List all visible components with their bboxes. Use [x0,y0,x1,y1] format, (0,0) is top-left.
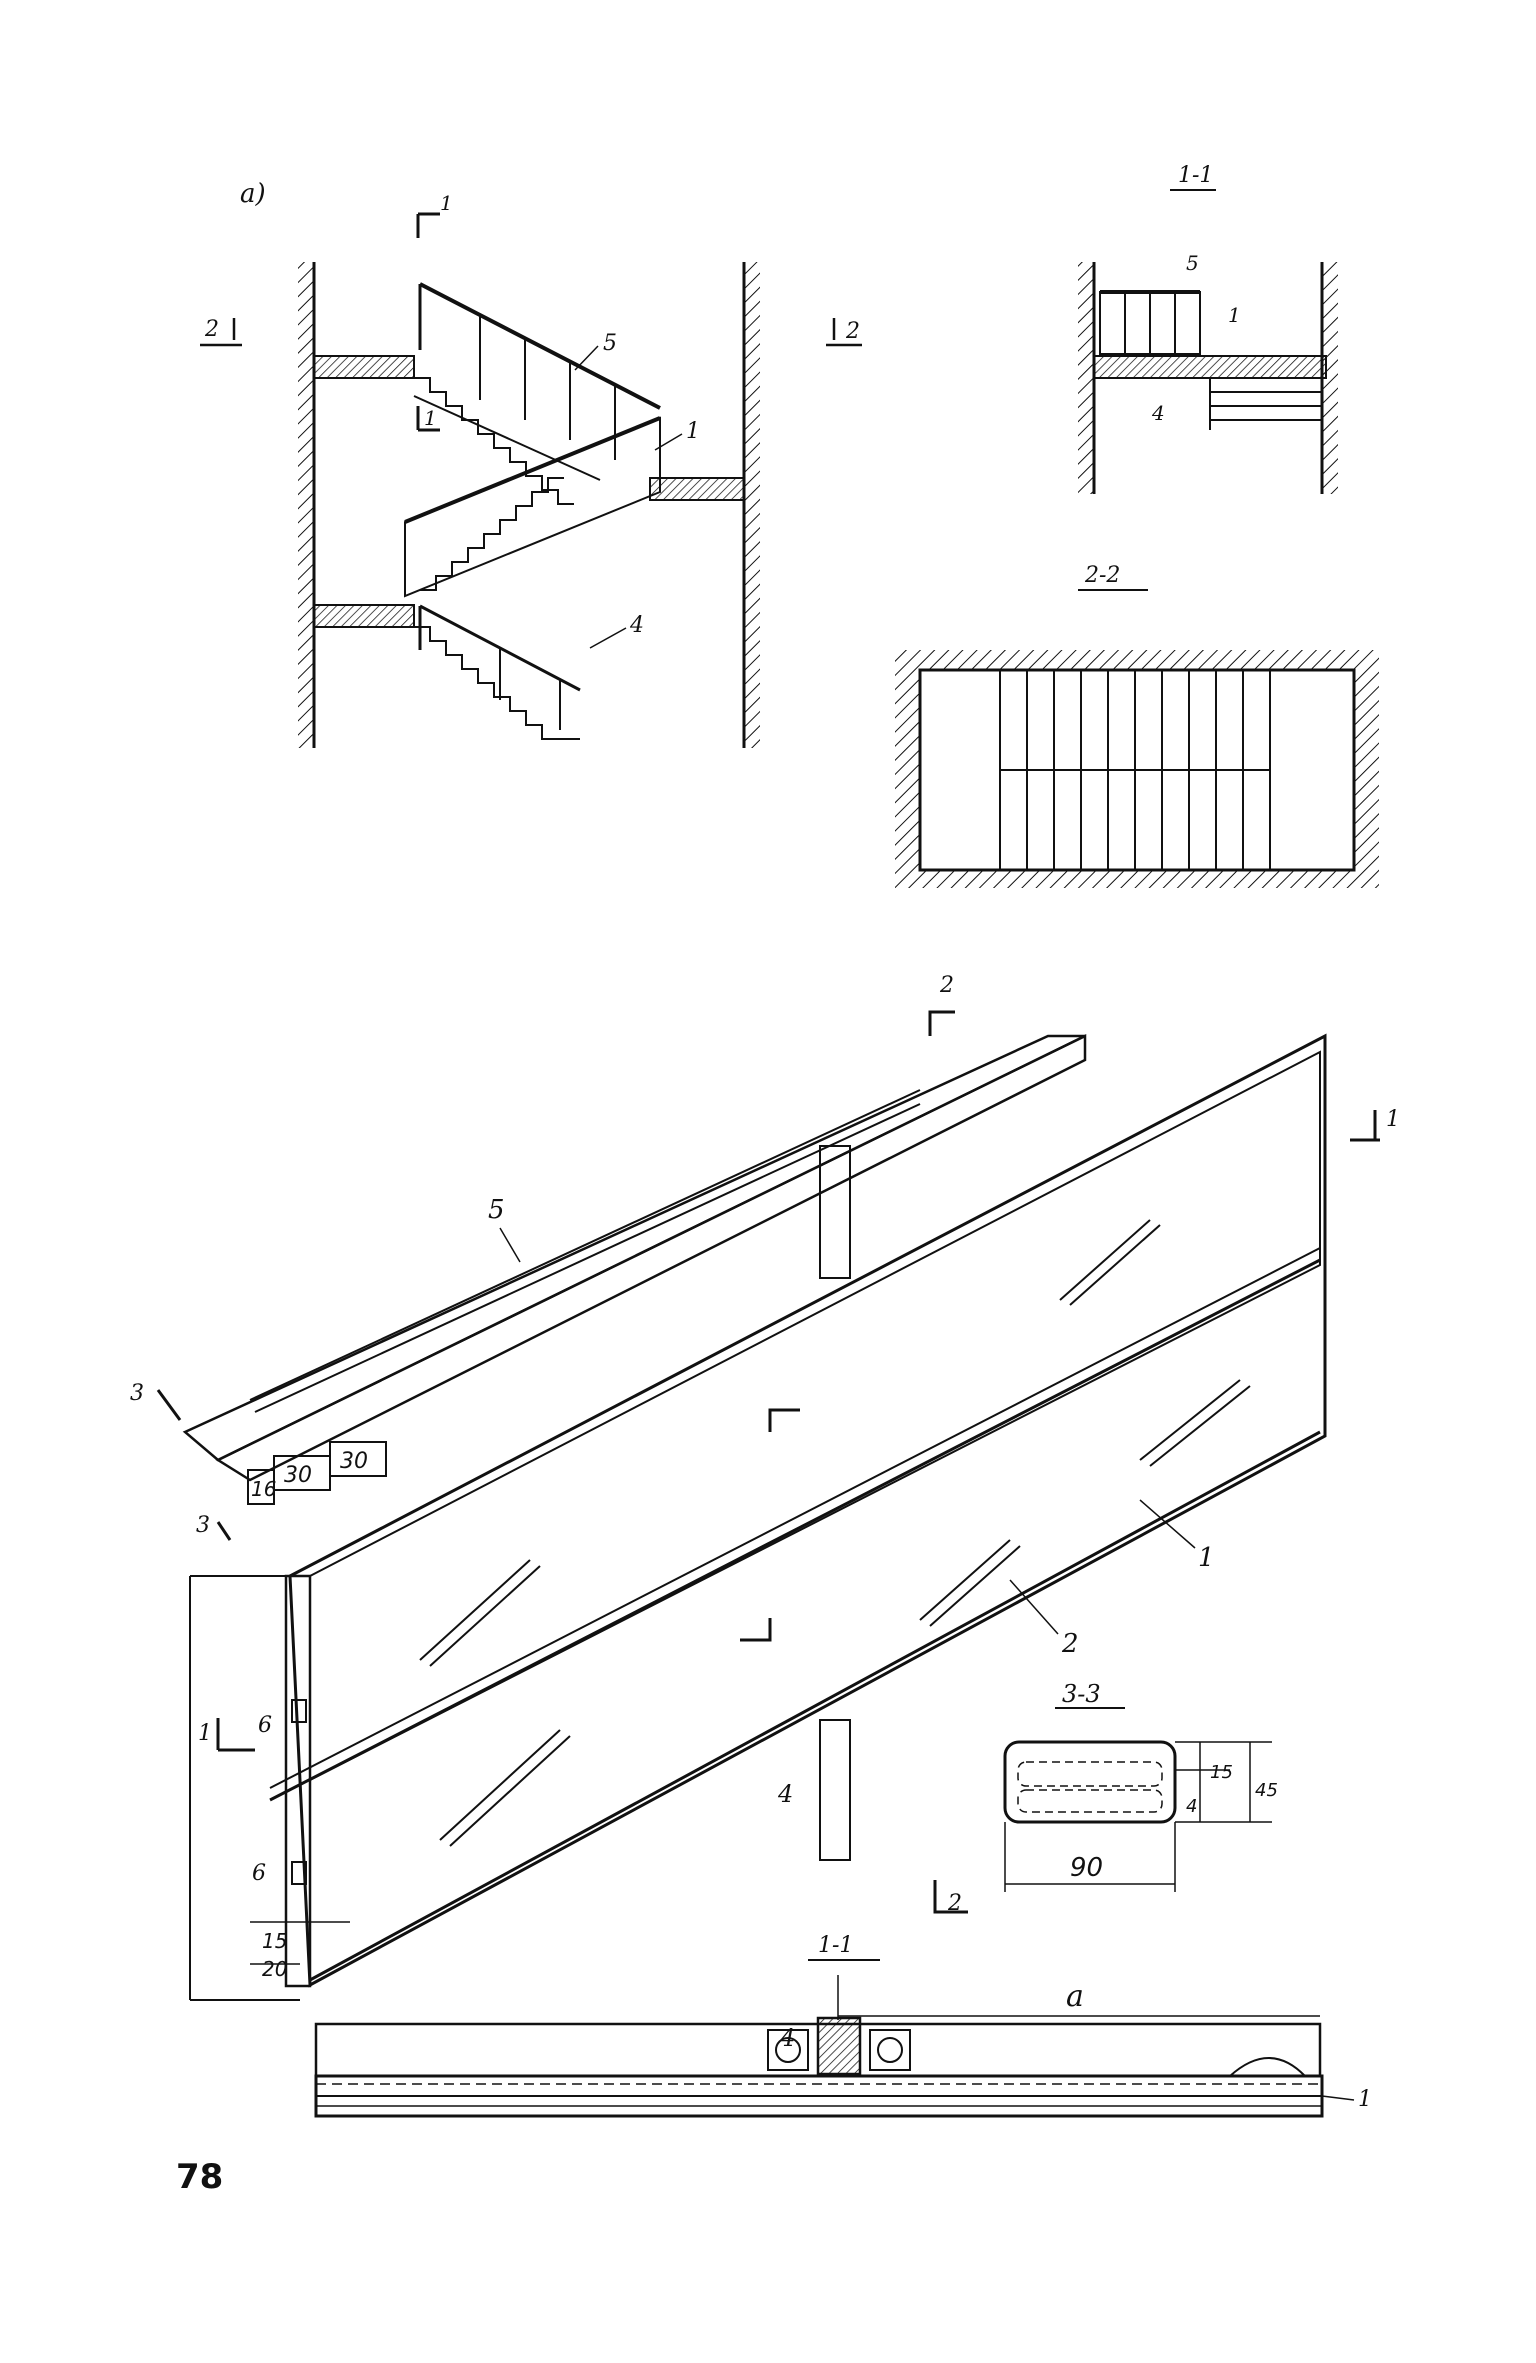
section-1-1-title: 1-1 [1178,163,1213,188]
staircase-elevation-view: a) 5 1 4 [200,179,862,748]
callout-glass: 1 [686,419,700,444]
section-1-1-callout-glass: 1 [1228,303,1241,327]
dim-frame-15: 15 [262,1929,287,1953]
detail-callout-glass: 1 [1198,1543,1215,1573]
dim-handrail-30a: 30 [284,1463,312,1488]
section-3-3-view: 3-3 15 45 4 90 [1003,1680,1278,1892]
railing-detail-view: 5 16 30 30 6 6 [130,973,1400,2001]
detail-cut-2-top: 2 [939,973,954,998]
detail-cut-1-right: 1 [1386,1107,1400,1132]
dim-frame-20: 20 [262,1957,287,1981]
page-number: 78 [176,2157,223,2197]
dim-3-3-45: 45 [1255,1780,1278,1801]
detail-callout-handrail: 5 [488,1195,505,1225]
callout-handrail: 5 [603,331,617,356]
detail-cut-3-upper: 3 [130,1381,144,1406]
section-3-3-title: 3-3 [1062,1680,1101,1708]
section-1-1-callout-post: 4 [1151,401,1165,425]
dim-handrail-16: 16 [251,1477,276,1501]
dim-a: a [1066,1979,1084,2014]
detail-callout-post: 4 [777,1780,793,1808]
cut-mark-2-left: 2 [204,317,219,342]
section-1-1-callout-handrail: 5 [1186,251,1199,275]
section-2-2-title: 2-2 [1084,563,1120,588]
section-1-1-view: 1-1 5 1 4 [1078,163,1338,494]
detail-cut-1-left: 1 [198,1721,212,1746]
bottom-callout-glass: 1 [1358,2087,1372,2112]
dim-handrail-30b: 30 [340,1449,368,1474]
callout-gasket-upper: 6 [258,1713,272,1738]
dim-3-3-90: 90 [1070,1853,1103,1883]
figure-label: a) [240,179,266,209]
detail-cut-3-lower: 3 [196,1513,210,1538]
bottom-section-1-1-title: 1-1 [818,1933,853,1958]
dim-3-3-15: 15 [1210,1762,1233,1783]
dim-3-3-4: 4 [1186,1796,1197,1817]
detail-callout-frame: 2 [1061,1629,1079,1659]
section-2-2-view: 2-2 [895,563,1379,888]
section-1-1-bottom-view: 1-1 4 a 1 [314,1933,1372,2118]
detail-cut-2-bottom: 2 [947,1891,962,1916]
cut-mark-1-bottom: 1 [424,406,437,430]
cut-mark-1-top: 1 [440,191,453,215]
cut-mark-2-right: 2 [845,319,860,344]
callout-gasket-lower: 6 [252,1861,266,1886]
callout-post: 4 [629,613,644,638]
